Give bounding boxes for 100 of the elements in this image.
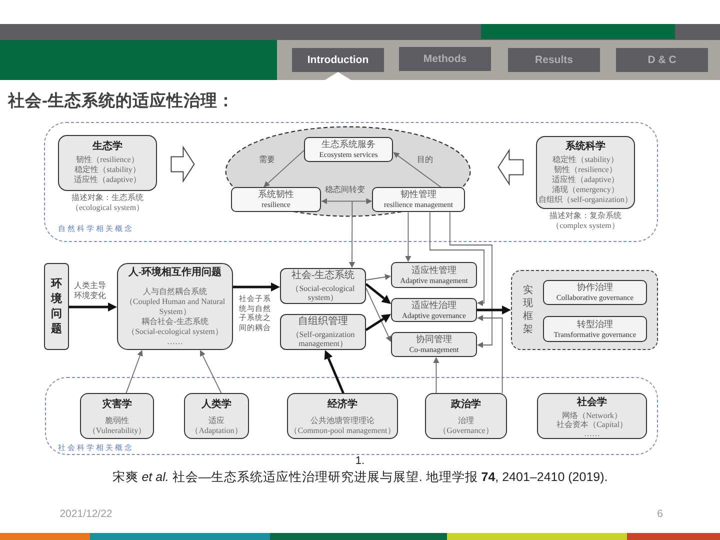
arrow (324, 350, 344, 394)
framework-panel (511, 270, 658, 350)
concept-box (543, 280, 647, 305)
concept-box (391, 298, 477, 322)
edge-label: 需要 (259, 155, 275, 165)
concept-box (536, 136, 635, 209)
box-title: 自组织管理 (298, 316, 348, 328)
arrow (393, 152, 442, 188)
box-text: 治理 (458, 416, 474, 426)
shaded-ellipse (225, 126, 471, 217)
box-text: 社会资本（Capital） (556, 420, 628, 429)
concept-box (44, 263, 69, 350)
arrow (126, 350, 143, 394)
box-title: 生态学 (92, 141, 122, 153)
nav-tab: Introduction (292, 48, 384, 72)
box-title: 协同管理 (416, 334, 452, 346)
arrow (449, 212, 492, 348)
box-title: 适应性治理 (412, 300, 456, 311)
reference-text: 宋爽 et al. 社会—生态系统适应性治理研究进展与展望. 地理学报 74, 2401–2410 (2019). (112, 470, 608, 485)
box-text: （Adaptation） (190, 426, 242, 436)
box-text: （Social-ecological system） (127, 327, 223, 337)
arrow (477, 306, 511, 314)
box-title: 系统韧性 (258, 189, 294, 200)
box-text: 适应 (208, 416, 224, 426)
box-text: 韧性（resilience） (554, 164, 617, 174)
nav-tab: Results (508, 48, 600, 72)
box-text: （Coupled Human and Natural System） (124, 297, 226, 317)
concept-box (372, 187, 465, 212)
footnote-number: 1. (355, 455, 365, 468)
edge-label: 目的 (417, 155, 433, 165)
box-text: 涌现（emergency） (552, 184, 619, 194)
box-text: …… (584, 429, 600, 438)
box-title: 转型治理 (577, 318, 613, 330)
arrow (366, 274, 392, 280)
dashed-region (44, 122, 658, 242)
vertical-label: 实现框架 (522, 284, 534, 336)
box-title: 人类学 (202, 399, 232, 411)
box-title: 社会-生态系统 (291, 270, 355, 282)
concept-box (117, 263, 233, 350)
concept-box (391, 262, 477, 288)
box-text: 韧性（resilience） (76, 155, 139, 165)
box-caption: 描述对象：复杂系统 (550, 211, 622, 221)
box-text: 网络（Network） (562, 411, 622, 420)
edge-label: 稳态间转变 (323, 185, 367, 195)
edge-label: 人类主导环境变化 (74, 281, 107, 301)
concept-box (280, 314, 366, 350)
concept-box (425, 393, 507, 439)
arrow (365, 314, 391, 332)
arrow (349, 200, 355, 268)
nav-tab: Methods (399, 47, 491, 71)
dashed-region (45, 377, 658, 455)
footer-text: 2021/12/22 (60, 508, 112, 520)
box-text: 稳定性（stability） (552, 154, 618, 164)
arrow (366, 288, 392, 342)
arrow (433, 357, 440, 394)
box-caption: （ecological system） (70, 203, 144, 213)
box-title: 政治学 (451, 399, 481, 411)
block-arrow (498, 148, 524, 186)
arrow (405, 212, 412, 262)
nav-tab: D & C (616, 48, 708, 72)
box-text: 耦合社会-生态系统 (142, 317, 208, 327)
box-text: （Common-pool management） (290, 426, 396, 436)
arrow (264, 150, 305, 188)
concept-box (80, 393, 154, 439)
concept-box (58, 135, 157, 191)
box-title: 生态系统服务 (322, 139, 376, 150)
arrow (477, 315, 503, 394)
concept-box (231, 187, 321, 212)
box-text: （Vulnerability） (88, 426, 146, 436)
arrow (429, 212, 484, 306)
box-title: 经济学 (328, 399, 358, 411)
box-caption: （complex system） (552, 221, 620, 231)
double-arrow (321, 198, 372, 204)
footer-text: 6 (657, 508, 663, 520)
box-title: 人-环境相互作用问题 (128, 267, 222, 279)
concept-box (184, 393, 249, 439)
arrow (69, 302, 117, 312)
box-text: （Governance） (438, 426, 494, 436)
box-text: 公共池塘管理理论 (310, 416, 374, 426)
box-caption: 描述对象：生态系统 (72, 193, 144, 203)
box-title: 灾害学 (102, 399, 132, 411)
box-text: （Social-ecological system） (290, 284, 356, 302)
slide-title: 社会-生态系统的适应性治理： (8, 91, 234, 111)
box-title: 协作治理 (577, 282, 613, 294)
concept-box (537, 393, 647, 439)
concept-box (391, 332, 477, 357)
box-title: 韧性管理 (400, 189, 436, 200)
concept-box (304, 137, 393, 162)
box-text: …… (167, 337, 183, 347)
box-title: 环境问题 (50, 276, 62, 336)
box-title: 系统科学 (566, 140, 606, 152)
arrow (233, 282, 280, 292)
box-text: 人与自然耦合系统 (143, 287, 207, 297)
concept-box (287, 393, 398, 439)
block-arrow (170, 146, 195, 183)
box-text: 脆弱性 (105, 416, 129, 426)
box-title: 适应性管理 (412, 264, 456, 276)
arrow (200, 350, 222, 394)
box-text: （Self-organization management） (290, 330, 356, 348)
box-text: 适应性（adaptive） (552, 174, 620, 184)
